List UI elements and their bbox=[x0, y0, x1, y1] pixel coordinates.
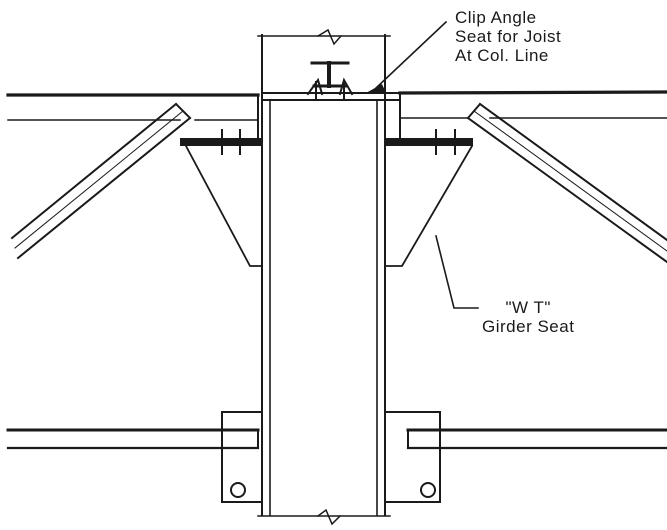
bottom-plate-right bbox=[384, 411, 441, 503]
clip-angle-label-line1: Clip Angle bbox=[455, 8, 537, 27]
wt-girder-label-line1: "W T" bbox=[505, 298, 551, 317]
leader-wt-girder bbox=[435, 235, 479, 309]
bottom-member-left bbox=[6, 428, 260, 450]
bottom-member-right bbox=[406, 428, 667, 450]
clip-angle-label-line2: Seat for Joist bbox=[455, 27, 562, 46]
wt-girder-seat-callout: "W T" Girder Seat bbox=[482, 298, 574, 336]
bolt-hole-left bbox=[230, 482, 246, 498]
clip-angle-callout: Clip Angle Seat for Joist At Col. Line bbox=[455, 8, 561, 65]
wt-girder-seat-left bbox=[180, 129, 263, 267]
clip-angle-joist-section bbox=[306, 61, 386, 101]
sloped-member-left bbox=[10, 102, 192, 260]
clip-angle-label-line3: At Col. Line bbox=[455, 46, 549, 65]
steel-column bbox=[257, 28, 391, 526]
leader-clip-angle bbox=[374, 20, 448, 90]
top-joist-left bbox=[6, 93, 260, 141]
sloped-member-right bbox=[466, 102, 667, 264]
bolt-hole-right bbox=[420, 482, 436, 498]
top-joist-right bbox=[398, 90, 667, 141]
bottom-plate-left bbox=[221, 411, 263, 503]
wt-girder-seat-right bbox=[384, 129, 474, 267]
joist-seat-band bbox=[261, 92, 403, 101]
wt-girder-label-line2: Girder Seat bbox=[482, 317, 575, 336]
